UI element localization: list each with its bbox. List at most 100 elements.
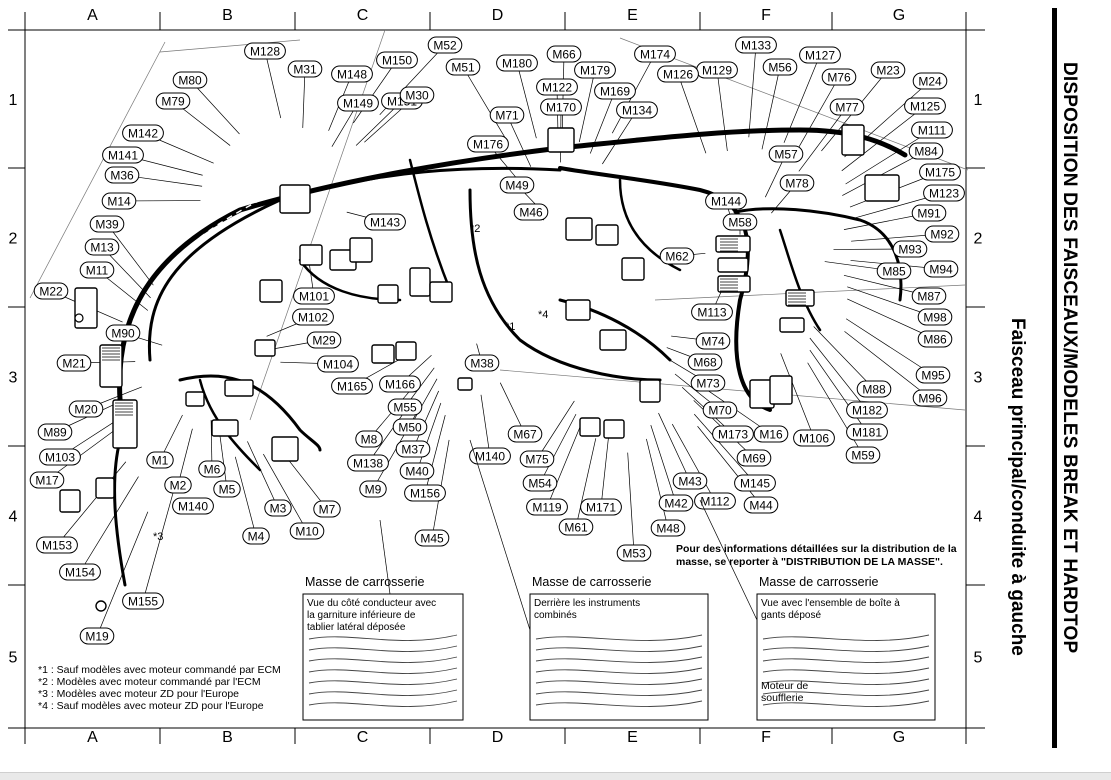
connector-label-text: M78 (785, 177, 809, 191)
leader-line (517, 63, 536, 138)
connector-label-text: M145 (740, 477, 770, 491)
outline-line (30, 42, 165, 298)
connector-label-text: M9 (365, 483, 382, 497)
connector-label-text: M170 (546, 101, 576, 115)
leader-line (628, 453, 634, 553)
connector-label-text: M153 (42, 539, 72, 553)
ground-note: Pour des informations détaillées sur la … (676, 543, 957, 555)
connector-label-text: M95 (921, 369, 945, 383)
connector-body (718, 276, 750, 292)
connector-label-text: M70 (708, 404, 732, 418)
connector-label-text: M24 (918, 75, 942, 89)
connector-label-text: M48 (656, 522, 680, 536)
connector-label-text: M22 (39, 285, 63, 299)
connector-label-text: M113 (697, 306, 726, 320)
harness-wires (115, 130, 905, 585)
connector-body (640, 380, 660, 402)
connector-label-text: M66 (552, 48, 576, 62)
ground-note: masse, se reporter à "DISTRIBUTION DE LA… (676, 556, 943, 568)
connector-label-text: M96 (918, 392, 942, 406)
leader-line (799, 107, 847, 171)
connector-label-text: M16 (759, 428, 783, 442)
grid-col-label: C (357, 729, 369, 746)
connector-label-text: M29 (312, 334, 336, 348)
footnote: *1 : Sauf modèles avec moteur commandé p… (38, 664, 281, 676)
connector-label-text: M3 (270, 502, 287, 516)
connector-label-text: M122 (542, 81, 572, 95)
connector-body (566, 300, 590, 320)
connector-label-text: M62 (665, 250, 689, 264)
connector-body (458, 378, 472, 390)
grid-col-label: A (87, 7, 98, 24)
connector-label-text: M94 (929, 263, 953, 277)
leader-line (481, 395, 490, 456)
connector-label-text: M182 (852, 404, 882, 418)
ring-terminal (96, 601, 106, 611)
connector-label-text: M52 (433, 39, 457, 53)
connector-label-text: M44 (749, 499, 773, 513)
connector-label-text: M51 (451, 61, 475, 75)
harness-wire (735, 209, 901, 300)
connector-body (96, 478, 114, 498)
connector-body (186, 392, 204, 406)
leader-line (219, 431, 227, 489)
connector-label-text: M88 (862, 383, 886, 397)
connector-label-text: M74 (701, 335, 725, 349)
connector-label-text: M75 (525, 453, 549, 467)
leader-line (646, 439, 668, 528)
connector-body (60, 490, 80, 512)
connector-body (396, 342, 416, 360)
leader-line (601, 427, 610, 507)
inset-heading: Masse de carrosserie (305, 575, 425, 589)
connector-body (780, 318, 804, 332)
connector-label-text: M143 (370, 216, 400, 230)
connector-label-text: M23 (876, 64, 900, 78)
connector-label-text: M59 (851, 449, 875, 463)
connector-body (716, 236, 750, 252)
connector-label-text: M127 (805, 49, 835, 63)
grid-row-label: 4 (974, 509, 983, 526)
connector-label-text: M80 (178, 74, 202, 88)
leader-line (235, 457, 256, 536)
connector-label-text: M50 (398, 421, 422, 435)
connector-label-text: M71 (495, 109, 519, 123)
connector-label-text: M150 (382, 54, 412, 68)
connector-body (260, 280, 282, 302)
connector-label-text: M179 (580, 64, 610, 78)
grid-row-label: 1 (974, 92, 983, 109)
connector-label-text: M53 (622, 547, 646, 561)
leader-line (263, 454, 307, 531)
connector-label-text: M21 (62, 357, 86, 371)
connector-label-text: M165 (337, 380, 367, 394)
connector-label-text: M91 (917, 207, 941, 221)
connector-label-text: M156 (410, 487, 440, 501)
grid-col-label: D (492, 729, 504, 746)
page-title: DISPOSITION DES FAISCEAUX/MODELES BREAK … (1058, 62, 1080, 653)
connector-label-text: M92 (930, 228, 954, 242)
harness-wire (470, 190, 660, 380)
connector-body (622, 258, 644, 280)
connector-label-text: M129 (702, 64, 732, 78)
connector-label-text: M112 (700, 495, 729, 509)
connector-label-text: M84 (914, 145, 938, 159)
leader-line (470, 440, 530, 630)
grid-row-label: 4 (9, 509, 18, 526)
grid-col-label: D (492, 7, 504, 24)
connector-body (225, 380, 253, 396)
connector-label-text: M101 (299, 290, 329, 304)
connector-label-text: M67 (513, 428, 537, 442)
connector-body (596, 225, 618, 245)
connector-body (842, 125, 864, 155)
connector-body (604, 420, 624, 438)
connector-label-text: M42 (664, 497, 688, 511)
connector-body (566, 218, 592, 240)
connector-body (372, 345, 394, 363)
connector-label-text: M181 (852, 426, 882, 440)
connector-body (770, 376, 792, 404)
grid-col-label: F (761, 729, 771, 746)
connector-label-text: M174 (640, 48, 670, 62)
connector-label-text: M43 (678, 475, 702, 489)
connector-label-text: M19 (85, 630, 109, 644)
connector-label-text: M69 (742, 452, 766, 466)
connector-label-text: M36 (110, 169, 134, 183)
